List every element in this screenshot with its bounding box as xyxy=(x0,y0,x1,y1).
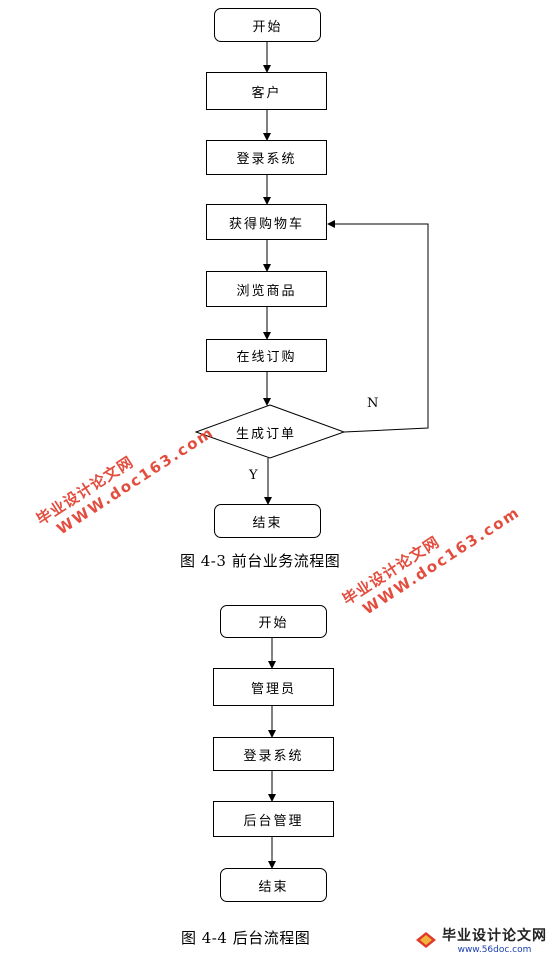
edge-label-yes: Y xyxy=(249,468,258,483)
end-node-2: 结束 xyxy=(220,868,327,902)
end-node: 结束 xyxy=(214,504,321,538)
admin-node: 管理员 xyxy=(213,668,334,706)
cart-node: 获得购物车 xyxy=(206,204,327,240)
start-node-2: 开始 xyxy=(220,605,327,638)
browse-node: 浏览商品 xyxy=(206,271,327,307)
customer-node: 客户 xyxy=(206,72,327,110)
arrow-loop-back xyxy=(327,220,429,433)
figure1-caption: 图 4-3 前台业务流程图 xyxy=(180,552,341,570)
logo-icon xyxy=(416,932,436,948)
site-logo: 毕业设计论文网 www.56doc.com xyxy=(414,925,547,955)
login-node-2: 登录系统 xyxy=(213,737,334,771)
decision-diamond xyxy=(194,404,346,459)
decision-label: 生成订单 xyxy=(236,427,297,442)
order-online-node: 在线订购 xyxy=(206,339,327,372)
logo-url: www.56doc.com xyxy=(457,945,532,955)
backend-node: 后台管理 xyxy=(213,801,334,837)
logo-title: 毕业设计论文网 xyxy=(442,928,547,944)
figure2-caption: 图 4-4 后台流程图 xyxy=(181,929,311,947)
start-node: 开始 xyxy=(214,8,321,42)
edge-label-no: N xyxy=(367,396,379,411)
login-node: 登录系统 xyxy=(206,140,327,175)
